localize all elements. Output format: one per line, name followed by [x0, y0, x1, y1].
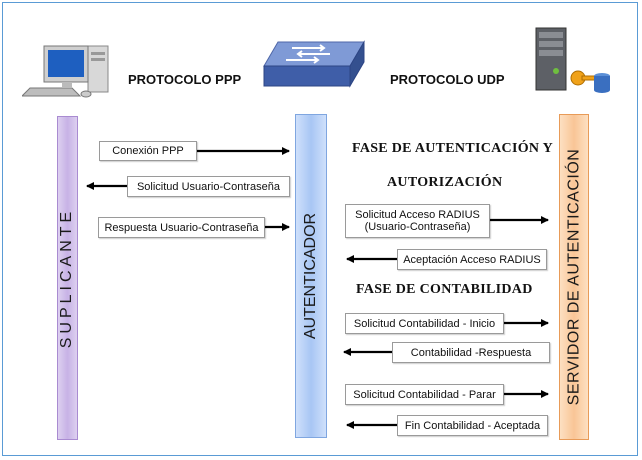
message-label: Solicitud Contabilidad - Parar [345, 384, 504, 405]
server-key-icon [535, 27, 610, 93]
auth-phase-heading-line2: AUTORIZACIÓN [387, 175, 503, 190]
accounting-phase-heading: FASE DE CONTABILIDAD [356, 282, 533, 297]
desktop-computer-icon [22, 45, 109, 98]
message-label: Respuesta Usuario-Contraseña [98, 217, 265, 238]
message-label: Solicitud Usuario-Contraseña [127, 176, 290, 197]
supplicant-bar: SUPLICANTE [57, 116, 78, 440]
server-bar: SERVIDOR DE AUTENTICACIÓN [559, 114, 589, 440]
network-switch-icon [263, 40, 365, 88]
authenticator-bar: AUTENTICADOR [295, 114, 327, 438]
message-label: Solicitud Contabilidad - Inicio [345, 313, 504, 334]
auth-phase-heading-line1: FASE DE AUTENTICACIÓN Y [352, 141, 553, 156]
protocol-udp-label: PROTOCOLO UDP [390, 72, 505, 87]
message-label: Solicitud Acceso RADIUS (Usuario-Contras… [345, 204, 490, 238]
protocol-ppp-label: PROTOCOLO PPP [128, 72, 242, 87]
message-label: Fin Contabilidad - Aceptada [397, 415, 548, 436]
message-label: Aceptación Acceso RADIUS [397, 249, 547, 270]
message-label: Contabilidad -Respuesta [392, 342, 550, 363]
message-label: Conexión PPP [99, 141, 197, 161]
